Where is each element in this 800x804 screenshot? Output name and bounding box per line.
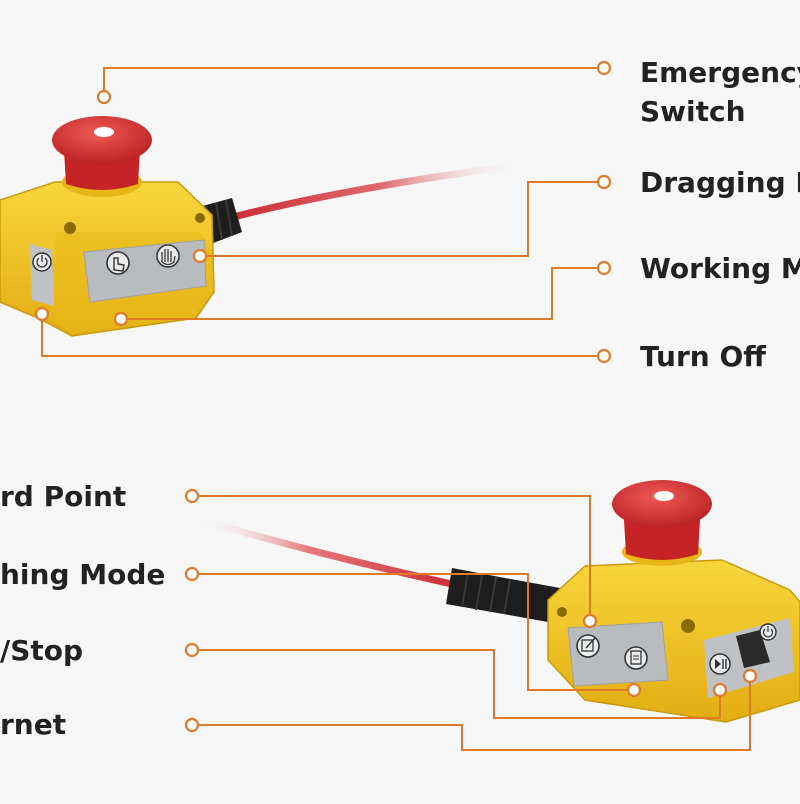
dot-teaching-start	[184, 566, 200, 582]
top-estop-cap	[52, 116, 152, 164]
leader-ethernet	[198, 676, 751, 751]
bottom-right-switch	[736, 630, 770, 668]
label-dragging-mode: Dragging M	[640, 166, 800, 199]
top-cable	[211, 161, 524, 226]
label-emergency-switch-line2: Switch	[640, 95, 746, 128]
bottom-estop-cap	[612, 480, 712, 528]
top-leader-lines	[41, 67, 598, 357]
label-record-point: rd Point	[0, 480, 127, 513]
dot-dragging-start	[192, 248, 208, 264]
bottom-mount-hole-left	[557, 607, 567, 617]
dot-record-start	[184, 488, 200, 504]
hand-icon	[156, 244, 180, 268]
clipboard-icon	[624, 646, 648, 670]
dot-turnoff-end	[596, 348, 612, 364]
label-ethernet: rnet	[0, 708, 67, 741]
bottom-cable-boot-ribs	[461, 571, 511, 615]
top-device	[0, 60, 612, 364]
bottom-estop-center	[654, 491, 674, 501]
dot-ethernet-start	[184, 717, 200, 733]
top-mount-hole-left	[64, 222, 76, 234]
leader-teaching-mode	[198, 573, 632, 691]
bottom-device	[184, 480, 800, 751]
dot-emergency-end	[596, 60, 612, 76]
label-turn-off: Turn Off	[640, 340, 766, 373]
leader-record-point	[198, 495, 591, 620]
hand-pointer-icon	[106, 251, 130, 275]
dot-ethernet-end	[742, 668, 758, 684]
dot-dragging-end	[596, 174, 612, 190]
play-pause-icon	[709, 653, 731, 675]
leader-emergency	[103, 67, 598, 96]
bottom-cable	[196, 516, 474, 592]
power-icon	[32, 252, 52, 272]
top-estop-center	[94, 127, 114, 137]
leader-turn-off	[41, 314, 598, 357]
dot-teaching-end	[626, 682, 642, 698]
leader-dragging	[200, 181, 598, 257]
edit-icon	[576, 634, 600, 658]
dot-turnoff-start	[34, 306, 50, 322]
label-play-stop: /Stop	[0, 634, 84, 667]
dot-emergency-start	[96, 89, 112, 105]
dot-play-end	[712, 682, 728, 698]
power-icon	[759, 623, 777, 641]
dot-record-end	[582, 613, 598, 629]
leader-play-stop	[198, 649, 721, 719]
bottom-leader-lines	[198, 495, 751, 751]
top-leader-dots	[34, 60, 612, 364]
leader-working	[121, 267, 598, 320]
dot-play-start	[184, 642, 200, 658]
bottom-estop-stem	[624, 520, 700, 560]
label-emergency-switch-line1: Emergency	[640, 56, 800, 89]
dot-working-start	[113, 311, 129, 327]
top-mount-hole-right	[195, 213, 205, 223]
bottom-leader-dots	[184, 488, 758, 733]
dot-working-end	[596, 260, 612, 276]
label-working-mode: Working M	[640, 252, 800, 285]
bottom-cable-boot	[446, 568, 560, 622]
label-teaching-mode: hing Mode	[0, 558, 166, 591]
bottom-mount-hole-right	[681, 619, 695, 633]
